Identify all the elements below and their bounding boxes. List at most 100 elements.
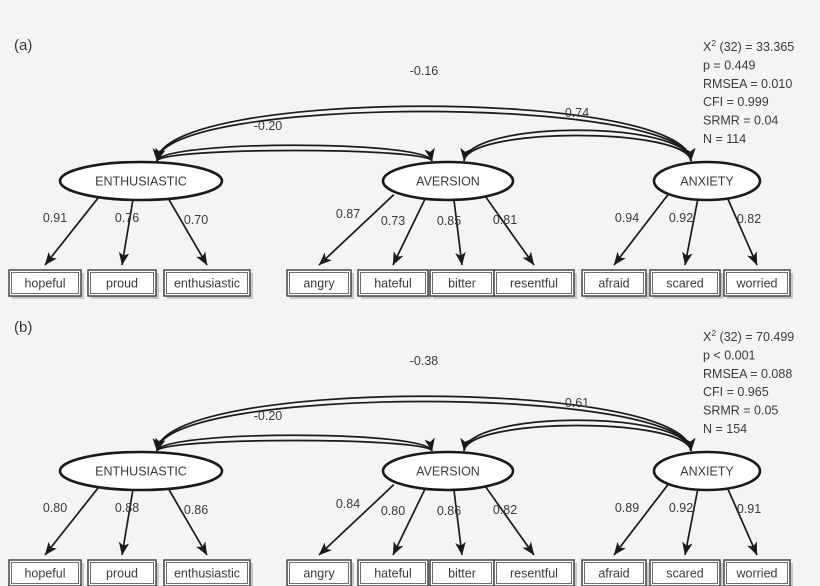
loading-resentful: 0.81	[483, 194, 535, 266]
loading-arrow	[318, 484, 395, 556]
indicator-label: hopeful	[24, 567, 65, 581]
latent-anxiety: ANXIETY	[652, 450, 762, 492]
loading-value: 0.81	[493, 213, 517, 227]
indicator-label: enthusiastic	[174, 567, 240, 581]
indicator-box-inner-rule	[90, 562, 154, 584]
loading-proud: 0.76	[115, 199, 139, 266]
loading-value: 0.87	[336, 207, 360, 221]
indicator-box-inner-rule	[11, 562, 79, 584]
indicator-label: bitter	[448, 567, 476, 581]
indicator-box	[286, 559, 352, 586]
fit-statistic-chi-square: Χ2 (32) = 70.499	[703, 328, 794, 344]
indicator-box-inner-rule	[289, 272, 349, 294]
indicator-box-inner-rule	[432, 562, 492, 584]
loading-arrow	[682, 489, 699, 556]
loading-scared: 0.92	[669, 199, 699, 266]
indicator-box-inner-rule	[726, 272, 788, 294]
correlation-value: 0.74	[565, 106, 589, 120]
indicator-box-inner-rule	[584, 272, 644, 294]
indicator-box	[649, 559, 721, 586]
loading-arrow	[727, 198, 758, 266]
indicator-box	[87, 559, 157, 586]
latent-ellipse	[381, 450, 515, 492]
indicator-box	[723, 269, 791, 297]
loading-arrow	[613, 194, 669, 266]
loading-value: 0.86	[437, 504, 461, 518]
fit-statistic-srmr: SRMR = 0.04	[703, 114, 778, 128]
fit-statistic-rmsea: RMSEA = 0.088	[703, 367, 792, 381]
fit-statistic-cfi: CFI = 0.999	[703, 95, 769, 109]
loading-scared: 0.92	[669, 489, 699, 556]
indicator-label: scared	[666, 567, 704, 581]
latent-ellipse	[58, 450, 224, 492]
fit-statistic-srmr: SRMR = 0.05	[703, 404, 778, 418]
loading-value: 0.92	[669, 501, 693, 515]
latent-aversion: AVERSION	[381, 450, 515, 492]
loading-arrow	[118, 199, 134, 266]
indicator-bitter: bitter	[429, 269, 497, 299]
panel-label: (a)	[14, 37, 32, 54]
loading-arrow	[483, 194, 535, 266]
correlation-value: -0.20	[254, 409, 283, 423]
correlation-arc-right	[463, 419, 695, 452]
correlation-arc-left	[155, 147, 433, 162]
correlation-arc-right	[463, 129, 695, 162]
loading-angry: 0.87	[318, 194, 395, 266]
correlation-arc-left	[152, 110, 692, 162]
indicator-scared: scared	[649, 269, 723, 299]
indicator-bitter: bitter	[429, 559, 497, 586]
loading-arrow	[453, 489, 466, 556]
indicator-box	[493, 269, 575, 297]
indicator-label: enthusiastic	[174, 277, 240, 291]
loading-value: 0.91	[737, 502, 761, 516]
loading-value: 0.89	[615, 501, 639, 515]
indicator-resentful: resentful	[493, 559, 577, 586]
indicator-box-inner-rule	[90, 272, 154, 294]
latent-label: ANXIETY	[680, 465, 734, 479]
indicator-label: worried	[736, 567, 778, 581]
latent-label: ENTHUSIASTIC	[95, 465, 187, 479]
indicator-box	[286, 269, 352, 297]
indicator-box	[163, 269, 251, 297]
loading-arrow	[167, 198, 208, 266]
loading-value: 0.85	[437, 214, 461, 228]
loading-bitter: 0.86	[437, 489, 466, 556]
correlation-arc-left	[460, 134, 692, 162]
loading-arrow	[453, 199, 466, 266]
indicator-afraid: afraid	[581, 559, 649, 586]
latent-label: ENTHUSIASTIC	[95, 175, 187, 189]
indicator-angry: angry	[286, 269, 354, 299]
fit-statistic-sample-size: N = 114	[703, 132, 746, 146]
loading-arrow	[44, 194, 102, 266]
loading-arrow	[727, 488, 758, 556]
indicator-label: proud	[106, 277, 138, 291]
panel-label: (b)	[14, 319, 32, 336]
indicator-label: scared	[666, 277, 704, 291]
correlation-value: -0.38	[410, 354, 439, 368]
fit-statistic-cfi: CFI = 0.965	[703, 385, 769, 399]
loading-resentful: 0.82	[483, 484, 535, 556]
loading-arrow	[167, 488, 208, 556]
correlation-value: -0.20	[254, 119, 283, 133]
indicator-label: hateful	[374, 277, 412, 291]
indicator-box	[493, 559, 575, 586]
indicator-worried: worried	[723, 559, 793, 586]
correlation-arc-left	[155, 437, 433, 452]
correlation-arc-right	[156, 434, 435, 452]
indicator-proud: proud	[87, 559, 159, 586]
loading-worried: 0.82	[727, 198, 761, 266]
indicator-label: worried	[736, 277, 778, 291]
correlation-arc-right	[156, 105, 696, 162]
correlation-arc-right	[156, 395, 696, 452]
indicator-label: angry	[303, 567, 335, 581]
indicator-label: resentful	[510, 277, 558, 291]
indicator-label: hopeful	[24, 277, 65, 291]
indicator-worried: worried	[723, 269, 793, 299]
indicator-label: afraid	[598, 567, 629, 581]
indicator-box-inner-rule	[432, 272, 492, 294]
loading-arrow	[483, 484, 535, 556]
loading-value: 0.73	[381, 214, 405, 228]
